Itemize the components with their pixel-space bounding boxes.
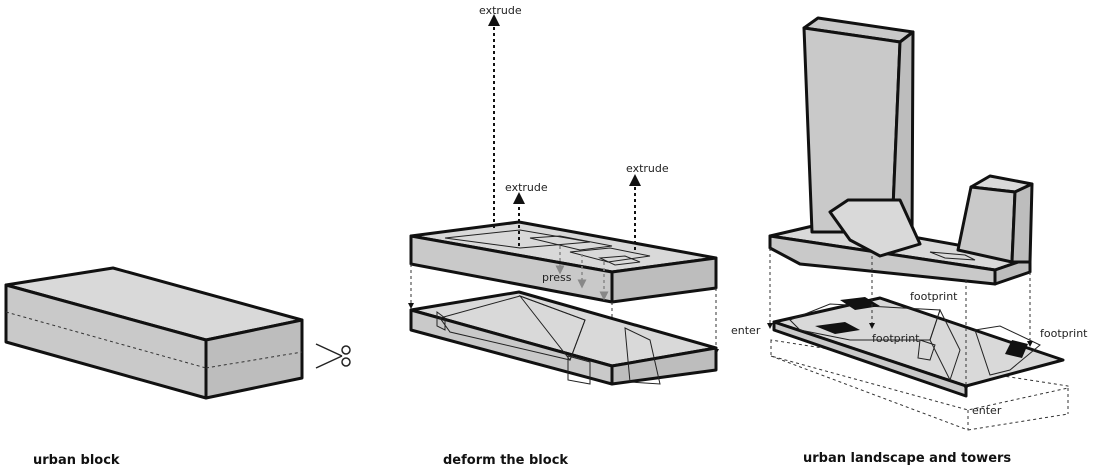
- label-footprint-mid: footprint: [872, 332, 920, 345]
- label-extrude-left: extrude: [505, 181, 548, 194]
- caption-deform: deform the block: [443, 453, 568, 468]
- caption-urban-block: urban block: [33, 453, 120, 468]
- caption-landscape: urban landscape and towers: [803, 451, 1011, 466]
- landscape-panel: footprint footprint footprint enter ente…: [731, 18, 1088, 466]
- label-footprint-right: footprint: [1040, 327, 1088, 340]
- scissors-icon: [316, 344, 350, 368]
- label-enter-left: enter: [731, 324, 761, 337]
- deform-panel: extrude extrude extrude press deform the…: [411, 4, 716, 468]
- lower-slab: [411, 292, 716, 384]
- upper-slab: [411, 222, 716, 302]
- label-enter-bottom: enter: [972, 404, 1002, 417]
- urban-block-box: [6, 268, 302, 398]
- label-press: press: [542, 271, 572, 284]
- landscape-slab: [774, 297, 1063, 396]
- right-tower: [958, 176, 1032, 262]
- left-tower: [804, 18, 920, 256]
- label-footprint-top: footprint: [910, 290, 958, 303]
- urban-block-panel: urban block: [6, 268, 350, 468]
- label-extrude-top: extrude: [479, 4, 522, 17]
- label-extrude-right: extrude: [626, 162, 669, 175]
